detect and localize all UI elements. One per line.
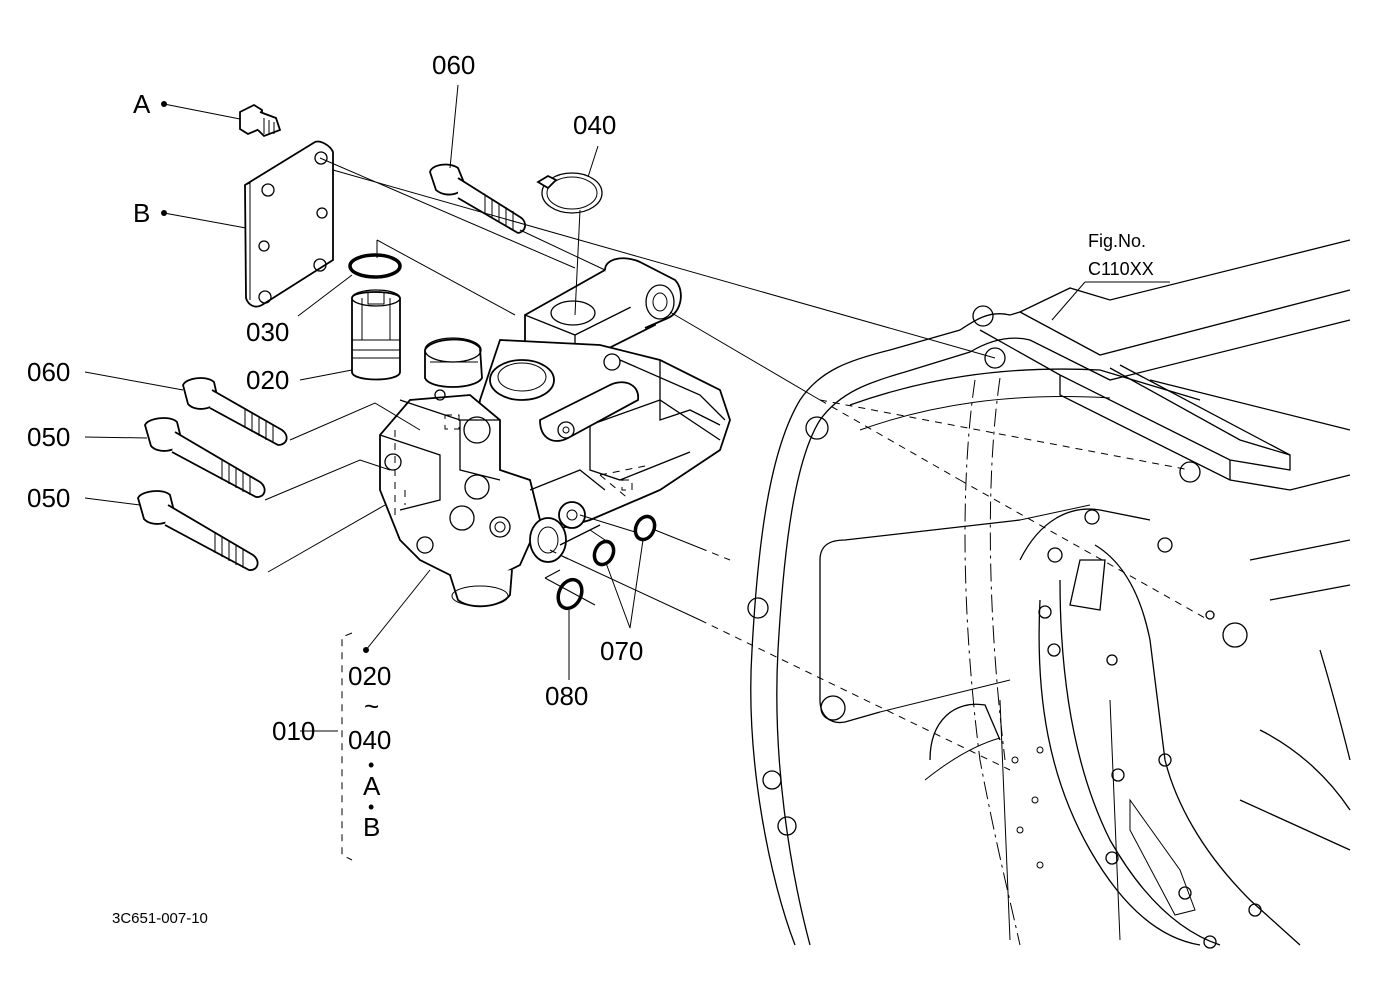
callout-labels: A B 060 040 030 020 060 050 050 070 080 … bbox=[27, 50, 643, 746]
control-valve-assembly bbox=[379, 257, 731, 608]
bolt-050-lower bbox=[137, 490, 259, 571]
assembly-lines bbox=[264, 157, 1206, 771]
o-rings-070 bbox=[592, 514, 657, 567]
callout-050-lower: 050 bbox=[27, 483, 70, 513]
callout-040: 040 bbox=[573, 110, 616, 140]
group-extra-a: A bbox=[363, 771, 381, 801]
group-extra-b: B bbox=[363, 812, 380, 842]
callout-020: 020 bbox=[246, 365, 289, 395]
callout-a: A bbox=[133, 89, 151, 119]
spool-020 bbox=[351, 289, 401, 381]
figure-reference: Fig.No. C110XX bbox=[1088, 231, 1154, 279]
group-to: 040 bbox=[348, 725, 391, 755]
group-dot-2: • bbox=[368, 797, 374, 817]
o-ring-080 bbox=[556, 577, 584, 611]
callout-050-upper: 050 bbox=[27, 422, 70, 452]
bolt-a bbox=[239, 103, 282, 138]
callout-b: B bbox=[133, 198, 150, 228]
group-dot-1: • bbox=[368, 755, 374, 775]
transmission-housing bbox=[747, 239, 1351, 949]
cover-plate-b bbox=[244, 140, 334, 308]
bolt-060-top bbox=[429, 163, 526, 234]
callout-060-left: 060 bbox=[27, 357, 70, 387]
figure-ref-line1: Fig.No. bbox=[1088, 231, 1146, 251]
group-from: 020 bbox=[348, 661, 391, 691]
assembly-group-list: 020 ~ 040 • A • B bbox=[348, 661, 391, 842]
callout-010: 010 bbox=[272, 716, 315, 746]
callout-080: 080 bbox=[545, 681, 588, 711]
group-range-mark: ~ bbox=[364, 691, 379, 721]
callout-030: 030 bbox=[246, 317, 289, 347]
o-ring-030 bbox=[348, 253, 402, 279]
figure-ref-line2: C110XX bbox=[1088, 259, 1154, 279]
bolt-060-left bbox=[182, 377, 288, 446]
drawing-number: 3C651-007-10 bbox=[112, 910, 208, 927]
bolt-050-upper bbox=[144, 417, 266, 498]
callout-070: 070 bbox=[600, 636, 643, 666]
callout-060-top: 060 bbox=[432, 50, 475, 80]
leader-lines bbox=[84, 84, 1170, 861]
snap-ring-040 bbox=[536, 172, 603, 214]
